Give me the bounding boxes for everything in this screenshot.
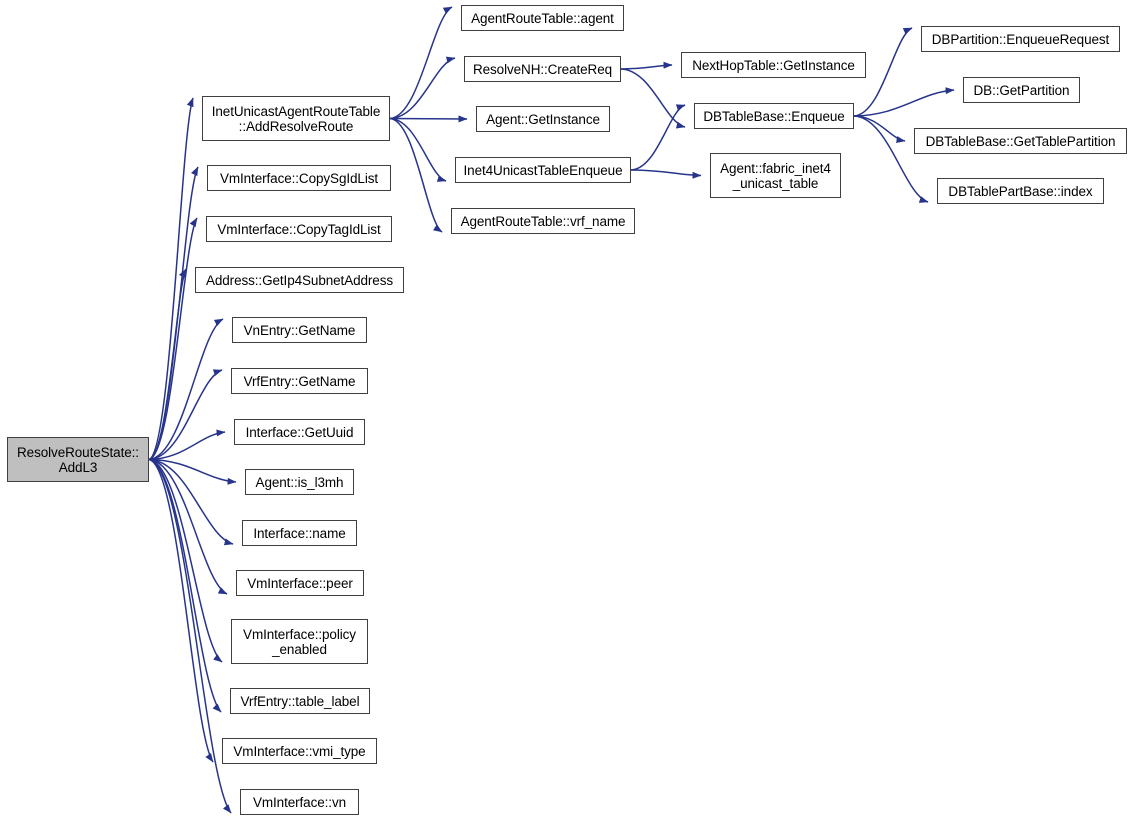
edge-addresolve-to-inet4enq	[389, 117, 447, 182]
graph-node-copytag[interactable]: VmInterface::CopyTagIdList	[206, 216, 392, 242]
edge-root-to-getip4	[148, 268, 187, 461]
edge-inet4enq-to-fabric	[630, 169, 702, 179]
graph-node-vmitype[interactable]: VmInterface::vmi_type	[222, 738, 377, 764]
edge-root-to-copytag	[148, 217, 198, 461]
graph-node-createreq[interactable]: ResolveNH::CreateReq	[464, 56, 621, 82]
graph-node-tablelabel[interactable]: VrfEntry::table_label	[230, 688, 370, 714]
edge-root-to-peer	[148, 458, 228, 595]
graph-node-policy[interactable]: VmInterface::policy _enabled	[231, 619, 368, 664]
edge-root-to-policy	[148, 458, 223, 663]
graph-node-vnname[interactable]: VnEntry::GetName	[232, 317, 367, 343]
edge-root-to-copysg	[148, 166, 199, 461]
graph-node-enqreq[interactable]: DBPartition::EnqueueRequest	[921, 26, 1120, 52]
graph-node-vrfname[interactable]: VrfEntry::GetName	[231, 368, 368, 394]
graph-node-gettblpart[interactable]: DBTableBase::GetTablePartition	[914, 128, 1127, 154]
graph-node-agentrt[interactable]: AgentRouteTable::agent	[461, 5, 624, 31]
graph-node-peer[interactable]: VmInterface::peer	[236, 570, 364, 596]
edge-createreq-to-nhtinst	[620, 61, 673, 70]
edge-root-to-vmitype	[148, 458, 214, 763]
edge-inet4enq-to-enqueue	[630, 104, 686, 171]
edge-enqueue-to-gettblpart	[853, 115, 906, 144]
edge-root-to-tablelabel	[148, 458, 222, 713]
graph-node-agentinst[interactable]: Agent::GetInstance	[476, 106, 610, 132]
edge-root-to-vnname	[148, 318, 224, 461]
graph-node-getpart[interactable]: DB::GetPartition	[963, 77, 1080, 103]
graph-node-partindex[interactable]: DBTablePartBase::index	[937, 178, 1104, 204]
graph-node-vrfnamert[interactable]: AgentRouteTable::vrf_name	[451, 208, 635, 234]
graph-node-nhtinst[interactable]: NextHopTable::GetInstance	[681, 52, 866, 78]
edge-addresolve-to-agentinst	[389, 115, 468, 123]
graph-node-root[interactable]: ResolveRouteState:: AddL3	[7, 437, 149, 482]
edge-root-to-vrfname	[148, 369, 223, 461]
graph-node-ifname[interactable]: Interface::name	[242, 520, 357, 546]
graph-node-getip4[interactable]: Address::GetIp4SubnetAddress	[195, 267, 404, 293]
edge-enqueue-to-getpart	[853, 87, 955, 117]
edge-addresolve-to-agentrt	[389, 6, 453, 120]
edge-addresolve-to-createreq	[389, 56, 456, 120]
graph-node-vmvn[interactable]: VmInterface::vn	[240, 789, 359, 815]
graph-node-copysg[interactable]: VmInterface::CopySgIdList	[207, 165, 391, 191]
graph-node-isl3mh[interactable]: Agent::is_l3mh	[245, 469, 354, 495]
graph-node-fabric[interactable]: Agent::fabric_inet4 _unicast_table	[710, 153, 841, 198]
edge-root-to-ifname	[148, 458, 234, 546]
edge-root-to-getuuid	[148, 429, 226, 461]
graph-node-enqueue[interactable]: DBTableBase::Enqueue	[694, 103, 854, 129]
edge-createreq-to-enqueue	[620, 68, 686, 129]
edge-root-to-vmvn	[148, 458, 232, 814]
graph-node-inet4enq[interactable]: Inet4UnicastTableEnqueue	[455, 157, 631, 183]
graph-node-getuuid[interactable]: Interface::GetUuid	[234, 419, 365, 445]
edge-addresolve-to-vrfnamert	[389, 117, 443, 233]
edge-root-to-isl3mh	[148, 458, 237, 485]
edge-root-to-addresolve	[148, 97, 194, 461]
graph-node-addresolve[interactable]: InetUnicastAgentRouteTable ::AddResolveR…	[202, 96, 390, 141]
